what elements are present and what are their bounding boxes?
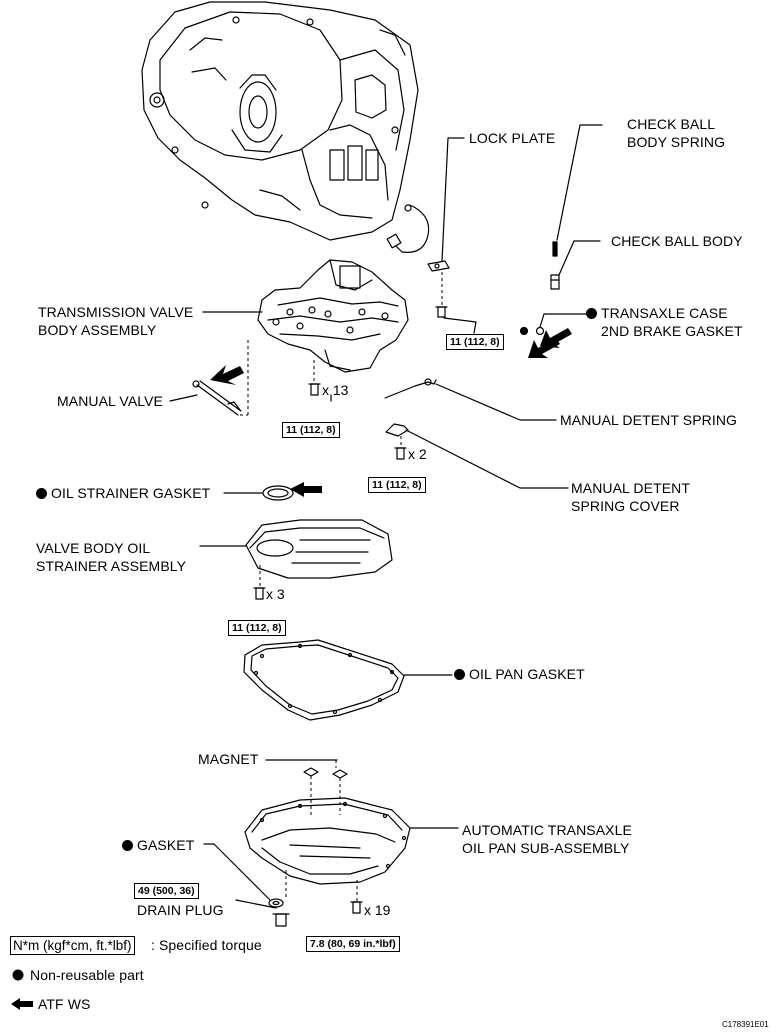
legend-atf: ATF WS bbox=[38, 996, 91, 1012]
count-oil-pan-bolts: x 19 bbox=[364, 902, 391, 918]
non-reusable-dot-icon bbox=[122, 840, 133, 851]
label-text: TRANSAXLE CASE bbox=[601, 305, 728, 321]
strainer-art bbox=[245, 519, 393, 579]
label-lock-plate: LOCK PLATE bbox=[469, 130, 556, 146]
label-manual-valve: MANUAL VALVE bbox=[57, 393, 163, 409]
bolt-valve-body bbox=[308, 383, 321, 396]
torque-detent-cover: 11 (112, 8) bbox=[368, 477, 426, 493]
label-gasket: GASKET bbox=[122, 837, 194, 854]
label-magnet: MAGNET bbox=[198, 751, 259, 767]
non-reusable-dot-icon bbox=[36, 488, 47, 499]
label-strainer-2: STRAINER ASSEMBLY bbox=[36, 558, 187, 574]
label-manual-detent-spring: MANUAL DETENT SPRING bbox=[560, 412, 738, 428]
bolt-strainer bbox=[253, 587, 266, 600]
label-detent-cover-2: SPRING COVER bbox=[571, 498, 680, 514]
label-transaxle-gasket-1: TRANSAXLE CASE bbox=[586, 305, 728, 322]
label-drain-plug: DRAIN PLUG bbox=[137, 902, 224, 918]
label-valve-body-2: BODY ASSEMBLY bbox=[38, 322, 157, 338]
label-text: OIL PAN GASKET bbox=[469, 666, 585, 682]
spring-cover-art bbox=[385, 423, 409, 437]
check-ball-spring-art bbox=[552, 241, 558, 257]
label-pan-assembly-1: AUTOMATIC TRANSAXLE bbox=[462, 822, 632, 838]
check-ball-body-art bbox=[550, 274, 560, 290]
legend-torque-unit: N*m (kgf*cm, ft.*lbf) bbox=[10, 936, 135, 955]
count-valve-body-bolts: x 13 bbox=[322, 382, 349, 398]
valve-body-art bbox=[257, 259, 409, 373]
transaxle-case bbox=[141, 1, 430, 253]
label-text: OIL STRAINER GASKET bbox=[51, 485, 211, 501]
oil-pan-art bbox=[244, 797, 411, 885]
label-detent-cover-1: MANUAL DETENT bbox=[571, 480, 691, 496]
label-oil-pan-gasket: OIL PAN GASKET bbox=[454, 666, 585, 683]
label-pan-assembly-2: OIL PAN SUB-ASSEMBLY bbox=[462, 840, 630, 856]
lock-plate-art bbox=[427, 260, 450, 272]
label-strainer-1: VALVE BODY OIL bbox=[36, 540, 151, 556]
count-strainer-bolts: x 3 bbox=[266, 586, 285, 602]
detent-spring-art bbox=[384, 378, 437, 399]
torque-strainer: 11 (112, 8) bbox=[228, 620, 286, 636]
label-text: GASKET bbox=[137, 837, 195, 853]
label-oil-strainer-gasket: OIL STRAINER GASKET bbox=[36, 485, 210, 502]
figure-code: C178391E01 bbox=[722, 1020, 769, 1029]
oil-pan-gasket-art bbox=[243, 639, 405, 721]
bolt-lock-plate bbox=[435, 306, 448, 318]
torque-drain-plug: 49 (500, 36) bbox=[134, 883, 199, 899]
label-transaxle-gasket-2: 2ND BRAKE GASKET bbox=[601, 323, 743, 339]
bolt-oil-pan bbox=[350, 901, 363, 914]
non-reusable-dot-icon bbox=[586, 308, 597, 319]
legend-torque-desc: : Specified torque bbox=[151, 937, 262, 953]
torque-lock-plate: 11 (112, 8) bbox=[446, 334, 504, 350]
torque-oil-pan: 7.8 (80, 69 in.*lbf) bbox=[306, 936, 400, 952]
bolt-detent-cover bbox=[394, 447, 407, 460]
label-check-ball-body: CHECK BALL BODY bbox=[611, 233, 743, 249]
torque-valve-body: 11 (112, 8) bbox=[282, 422, 340, 438]
non-reusable-dot-icon bbox=[454, 669, 465, 680]
label-valve-body-1: TRANSMISSION VALVE bbox=[38, 304, 194, 320]
label-check-ball-spring-1: CHECK BALL bbox=[627, 116, 716, 132]
label-check-ball-spring-2: BODY SPRING bbox=[627, 134, 726, 150]
legend-non-reusable: Non-reusable part bbox=[30, 967, 144, 983]
drain-plug-art bbox=[272, 913, 290, 927]
manual-valve-art bbox=[192, 380, 242, 416]
count-detent-cover-bolts: x 2 bbox=[408, 446, 427, 462]
